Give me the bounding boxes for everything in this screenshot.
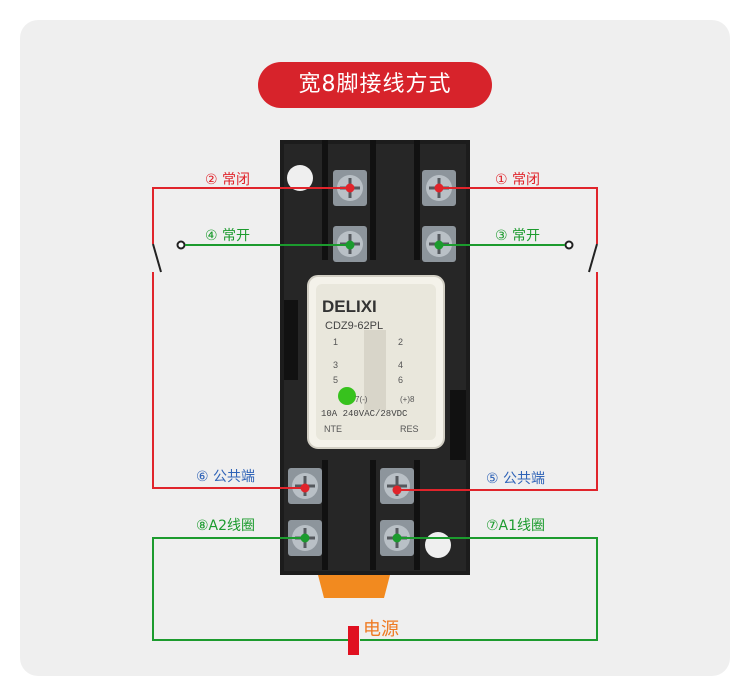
switch-contacts <box>152 243 598 273</box>
wire-left-nc <box>152 187 350 244</box>
relay-pin-6: 6 <box>398 375 403 385</box>
relay-pin-1: 1 <box>333 337 338 347</box>
status-led <box>338 387 356 405</box>
wire-right-common <box>397 272 598 491</box>
wire-coil-a1 <box>360 537 598 641</box>
label-pin-7: ⑦A1线圈 <box>486 518 546 534</box>
coil-wires <box>152 537 598 641</box>
left-no-contact <box>176 240 186 250</box>
relay-module: DELIXI CDZ9-62PL 1 2 3 4 5 6 7(-) (+)8 1… <box>307 275 445 449</box>
mounting-hole-top <box>287 165 313 191</box>
label-pin-4: ④ 常开 <box>205 228 251 244</box>
relay-pin-7: 7(-) <box>355 395 368 404</box>
right-no-contact <box>564 240 574 250</box>
release-clip <box>318 575 390 598</box>
label-pin-3: ③ 常开 <box>495 228 541 244</box>
relay-model: CDZ9-62PL <box>325 320 383 332</box>
relay-brand: DELIXI <box>322 297 377 316</box>
relay-pin-5: 5 <box>333 375 338 385</box>
relay-pin-8: (+)8 <box>400 395 415 404</box>
power-source-symbol <box>348 626 359 655</box>
mounting-hole-bottom <box>425 532 451 558</box>
right-switch-blade <box>588 243 598 273</box>
label-pin-5: ⑤ 公共端 <box>486 471 546 487</box>
nc-wires <box>152 187 598 491</box>
relay-res: RES <box>400 424 419 434</box>
title-banner: 宽8脚接线方式 <box>258 62 492 108</box>
left-switch-blade <box>152 243 162 273</box>
relay-nte: NTE <box>324 424 342 434</box>
label-pin-2: ② 常闭 <box>205 172 251 188</box>
label-pin-1: ① 常闭 <box>495 172 541 188</box>
wire-right-nc <box>439 187 598 244</box>
terminal-dots <box>300 183 444 543</box>
relay-pin-4: 4 <box>398 360 403 370</box>
label-pin-6: ⑥ 公共端 <box>196 469 256 485</box>
relay-pin-3: 3 <box>333 360 338 370</box>
relay-pin-2: 2 <box>398 337 403 347</box>
wire-left-common <box>152 272 305 489</box>
wire-coil-a2 <box>152 537 349 641</box>
relay-rating: 10A 240VAC/28VDC <box>321 409 408 419</box>
power-label: 电源 <box>363 619 399 640</box>
label-pin-8: ⑧A2线圈 <box>196 518 256 534</box>
